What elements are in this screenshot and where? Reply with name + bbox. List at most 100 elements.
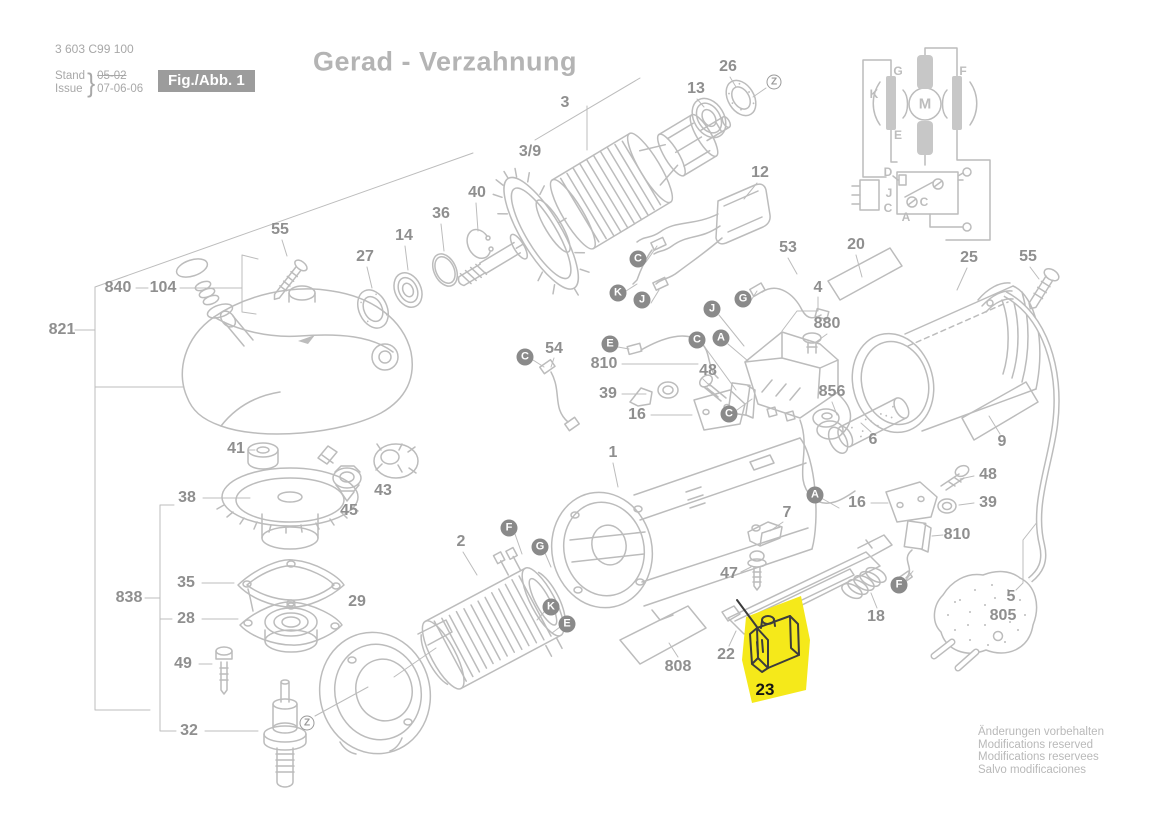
part-label-41-17: 41 <box>227 440 245 457</box>
issue-value: 07-06-06 <box>97 83 144 95</box>
wire-53 <box>749 282 830 321</box>
armature <box>457 113 732 296</box>
part-label-104-15: 104 <box>149 279 177 296</box>
note-fr: Modifications reservees <box>978 751 1099 763</box>
part-label-1-38: 1 <box>608 444 618 461</box>
part-label-38-18: 38 <box>178 489 196 506</box>
part-label-5-49: 5 <box>1006 588 1016 605</box>
part-label-26-3: 26 <box>719 58 737 75</box>
plug-805 <box>930 570 1038 672</box>
plate-808 <box>619 605 707 665</box>
schematic-label-F-1: F <box>959 64 967 78</box>
part-label-39-47: 39 <box>979 494 997 511</box>
part-label-16-45: 16 <box>848 494 866 511</box>
part-label-856-35: 856 <box>818 383 846 400</box>
part-label-55-8: 55 <box>1019 248 1037 265</box>
plate-20 <box>827 247 903 301</box>
cone-44 <box>317 445 338 465</box>
gasket-35 <box>237 559 345 608</box>
stand-label: Stand <box>55 70 86 82</box>
part-label-45-24: 45 <box>340 502 358 519</box>
part-label-48-46: 48 <box>979 466 997 483</box>
flange-28 <box>239 588 343 653</box>
part-label-27-13: 27 <box>356 248 374 265</box>
terminal-badge-E-14: E <box>558 615 576 633</box>
part-label-821-16: 821 <box>48 321 76 338</box>
highlight-23 <box>742 596 810 703</box>
note-es: Salvo modificaciones <box>978 763 1087 776</box>
wiring-schematic <box>851 47 991 241</box>
stand-issue-block: Stand Issue } 05-02 07-06-06 <box>55 70 143 96</box>
cable-12 <box>632 183 771 291</box>
terminal-badge-G-12: G <box>531 538 549 556</box>
schematic-label-C-6: C <box>883 201 893 215</box>
note-de: Änderungen vorbehalten <box>978 726 1104 738</box>
wire-54 <box>539 358 580 432</box>
bearing-cover-29 <box>318 619 453 755</box>
figure-badge: Fig./Abb. 1 <box>158 70 255 92</box>
schematic-label-C-7: C <box>919 195 929 209</box>
part-label-4-33: 4 <box>813 279 823 296</box>
part-label-810-48: 810 <box>943 526 971 543</box>
part-label-6-36: 6 <box>868 431 878 448</box>
part-number-code: 3 603 C99 100 <box>55 42 134 56</box>
switch-4 <box>744 331 839 422</box>
crown-gear-38 <box>216 467 359 550</box>
part-label-20-6: 20 <box>847 236 865 253</box>
part-label-14-12: 14 <box>395 227 413 244</box>
part-label-29-27: 29 <box>348 593 366 610</box>
terminal-badge-Z-17: Z <box>299 715 315 731</box>
terminal-badge-G-6: G <box>734 290 752 308</box>
part-label-47-40: 47 <box>720 565 738 582</box>
sleeve-6 <box>827 397 910 454</box>
part-label-35-19: 35 <box>177 574 195 591</box>
part-label-18-41: 18 <box>867 608 885 625</box>
screw-47 <box>747 550 767 591</box>
stator-2 <box>420 546 566 690</box>
nut-45 <box>332 465 362 502</box>
part-label-2-26: 2 <box>456 533 466 550</box>
part-label-810-29: 810 <box>590 355 618 372</box>
bearing-14 <box>393 272 423 308</box>
part-label-53-5: 53 <box>779 239 797 256</box>
pin-parts <box>175 258 234 319</box>
part-label-54-28: 54 <box>545 340 563 357</box>
part-label-23-43: 23 <box>755 680 775 699</box>
part-label-12-4: 12 <box>751 164 769 181</box>
power-cord <box>977 282 1060 583</box>
part-label-43-25: 43 <box>374 482 392 499</box>
part-label-49-21: 49 <box>174 655 192 672</box>
schematic-motor-label: M <box>918 95 932 113</box>
terminal-badge-Z-0: Z <box>766 74 782 90</box>
part-label-9-37: 9 <box>997 433 1007 450</box>
part-label-3-0: 3 <box>560 94 570 111</box>
schematic-label-A-8: A <box>901 210 911 224</box>
ring-26 <box>725 79 757 117</box>
bracket-7 <box>747 521 783 547</box>
terminal-badge-A-8: A <box>712 329 730 347</box>
part-label-55-9: 55 <box>271 221 289 238</box>
part-label-36-11: 36 <box>432 205 450 222</box>
ring-36 <box>431 253 459 287</box>
brush-cluster-right <box>885 464 970 584</box>
terminal-badge-A-15: A <box>806 486 824 504</box>
part-label-840-14: 840 <box>104 279 132 296</box>
plate-9 <box>961 381 1039 441</box>
part-label-805-50: 805 <box>989 607 1017 624</box>
stand-value: 05-02 <box>97 70 127 82</box>
part-label-25-7: 25 <box>960 249 978 266</box>
part-label-39-30: 39 <box>599 385 617 402</box>
schematic-label-E-3: E <box>893 128 903 142</box>
schematic-label-G-0: G <box>893 64 903 78</box>
screw-55-left <box>273 259 308 301</box>
circlip-40 <box>466 228 494 259</box>
schematic-label-J-5: J <box>885 186 893 200</box>
schematic-label-K-2: K <box>869 87 879 101</box>
part-label-16-31: 16 <box>628 406 646 423</box>
part-label-7-39: 7 <box>782 504 792 521</box>
terminal-badge-J-7: J <box>703 300 721 318</box>
terminal-badge-K-2: K <box>609 284 627 302</box>
terminal-badge-C-9: C <box>688 331 706 349</box>
screw-55-right <box>1028 267 1060 310</box>
spindle-32 <box>263 679 307 788</box>
